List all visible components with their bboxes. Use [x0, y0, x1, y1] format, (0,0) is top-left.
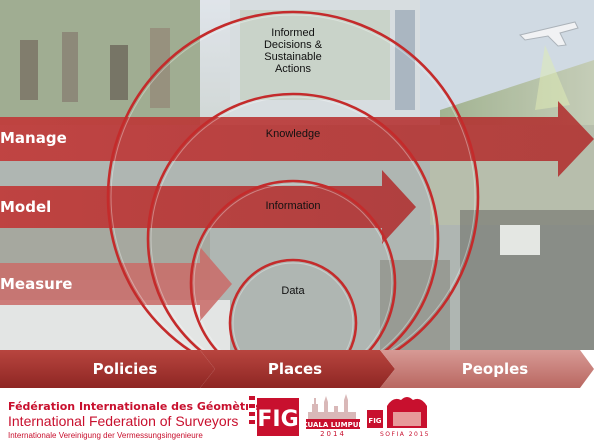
data-label: Data [281, 285, 305, 297]
fig-logo: FIG [248, 392, 299, 438]
model-arrow [0, 170, 416, 244]
model-label: Model [0, 198, 52, 216]
svg-text:SOFIA 2015: SOFIA 2015 [380, 431, 430, 438]
chevron-peoples [380, 350, 594, 388]
measure-label: Measure [0, 275, 73, 293]
fig-logo-text: FIG [257, 407, 298, 432]
fig-name-french: Fédération Internationale des Géomètres [8, 400, 265, 413]
fig-name-english: International Federation of Surveyors [8, 413, 239, 429]
svg-text:FIG: FIG [368, 417, 381, 425]
sofia-logo: FIG SOFIA 2015 [365, 392, 431, 438]
actions-label: Informed Decisions & Sustainable Actions [263, 27, 323, 75]
kuala-lumpur-logo: KUALA LUMPUR 2014 [304, 392, 362, 438]
information-label: Information [265, 200, 321, 212]
svg-text:KUALA LUMPUR: KUALA LUMPUR [304, 421, 362, 429]
policies-label: Policies [92, 360, 158, 378]
knowledge-label: Knowledge [265, 128, 321, 140]
peoples-label: Peoples [461, 360, 529, 378]
chevron-policies [0, 350, 215, 388]
places-label: Places [267, 360, 323, 378]
manage-label: Manage [0, 129, 67, 147]
svg-text:2014: 2014 [320, 430, 346, 438]
measure-arrow [0, 247, 232, 321]
chevron-places [200, 350, 395, 388]
manage-arrow [0, 101, 594, 177]
fig-name-german: Internationale Vereinigung der Vermessun… [8, 431, 203, 440]
